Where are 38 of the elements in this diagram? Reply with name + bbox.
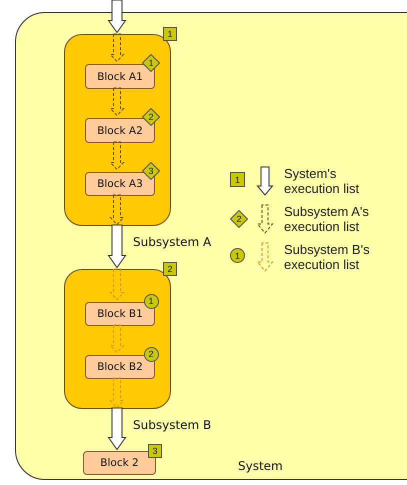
arrow [108,0,126,34]
arrow [109,268,125,300]
block-box [85,355,155,379]
number-badge: 3 [148,444,162,458]
number-badge: 1 [230,248,245,263]
number-badge: 2 [144,346,158,362]
number-badge: 1 [230,172,245,187]
number-badge: 2 [142,108,160,126]
system-region [15,12,407,480]
legend-label: Subsystem A's execution list [284,204,370,234]
block-label: Block B2 [97,361,143,373]
region-label: System [238,459,283,473]
number-badge: 2 [230,210,248,228]
arrow [108,224,126,268]
number-badge: 1 [142,54,160,72]
block-label: Block A2 [97,124,143,136]
block-box [85,118,155,143]
number-badge: 1 [163,27,177,41]
block-label: Block A3 [97,178,143,190]
arrow [109,324,125,354]
number-badge: 1 [144,294,158,308]
legend-label: System's execution list [284,166,360,196]
block-box [85,64,155,89]
block-box [85,302,155,326]
arrow [109,34,125,62]
arrow [109,194,125,226]
block-label: Block 2 [100,457,139,469]
block-label: Block A1 [97,70,143,82]
arrow [109,142,125,170]
number-badge: 3 [142,162,160,180]
arrow [109,88,125,116]
number-badge: 2 [163,262,177,276]
legend-label: Subsystem B's execution list [284,242,371,272]
arrow [109,378,125,408]
subsystem-label: Subsystem B [133,418,212,432]
subsystem-label: Subsystem A [133,235,212,249]
block-label: Block B1 [97,308,143,320]
arrow [108,408,126,450]
